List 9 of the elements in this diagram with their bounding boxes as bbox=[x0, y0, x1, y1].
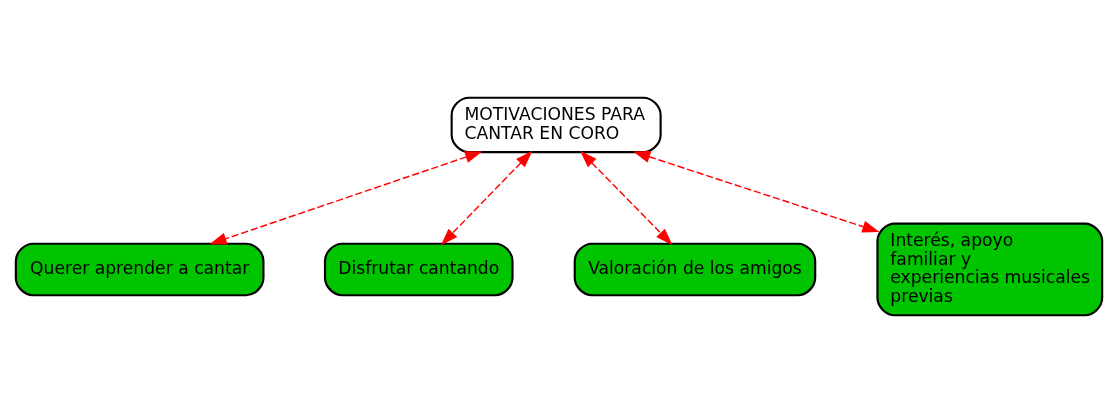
node-box: MOTIVACIONES PARA CANTAR EN CORO bbox=[450, 96, 662, 153]
node-box: Valoración de los amigos bbox=[573, 242, 817, 296]
node-box: Querer aprender a cantar bbox=[14, 242, 265, 296]
node-box: Interés, apoyo familiar y experiencias musicales previas bbox=[876, 222, 1104, 316]
arrow bbox=[580, 150, 673, 245]
node-box: Disfrutar cantando bbox=[323, 242, 514, 296]
arrow bbox=[440, 150, 533, 245]
arrow bbox=[209, 150, 483, 244]
arrow bbox=[633, 150, 880, 232]
